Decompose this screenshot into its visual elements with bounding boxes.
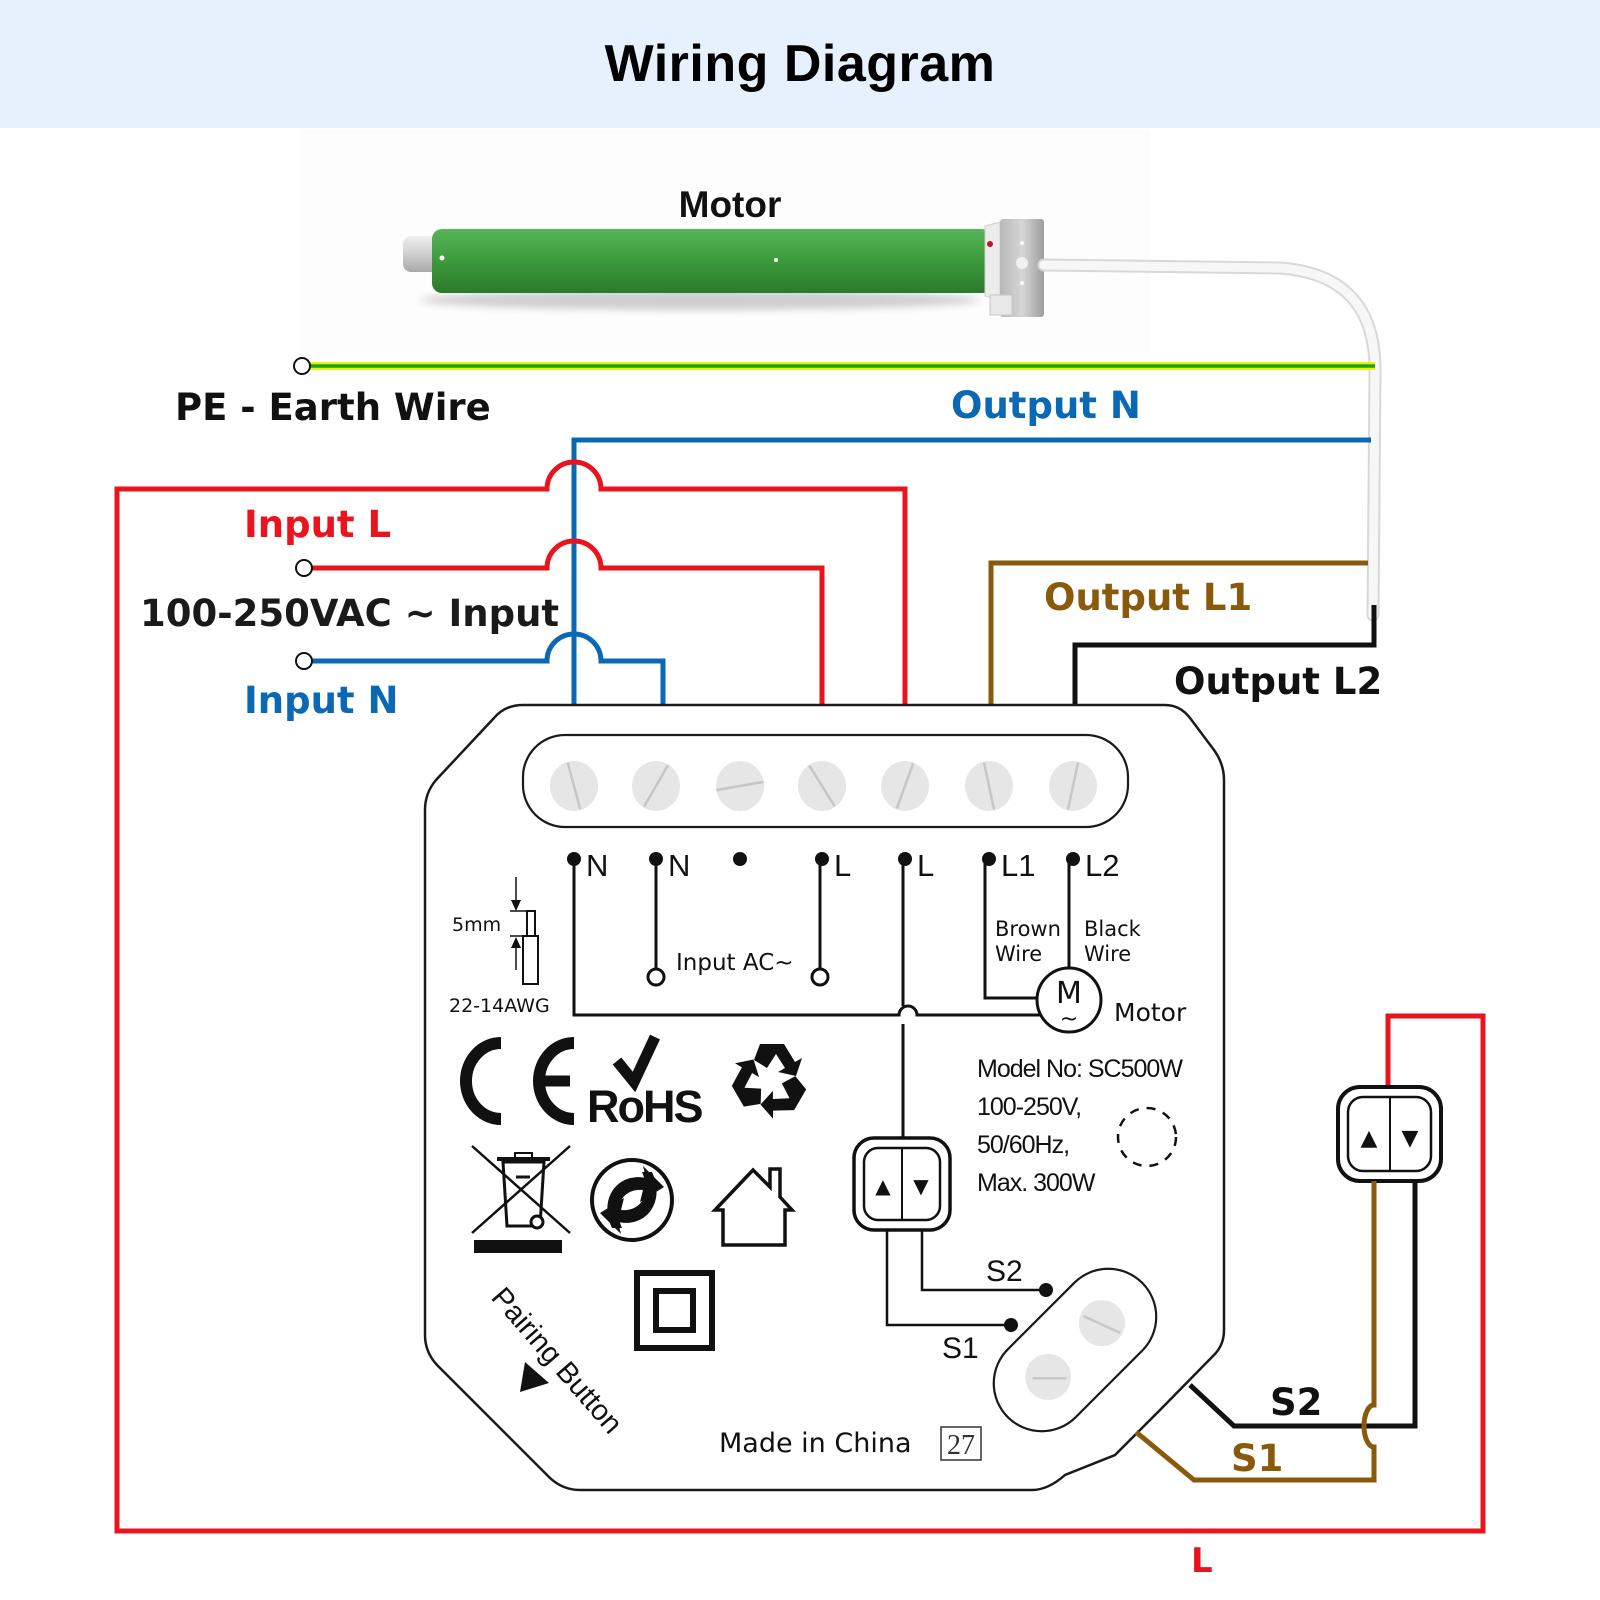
- s1-terminal-dot: [1004, 1318, 1018, 1332]
- input-n-terminal-icon: [295, 652, 313, 670]
- strip-length-label: 5mm: [452, 914, 501, 936]
- l-loop-wire: L: [114, 459, 1486, 1581]
- pairing-button-arrow-icon[interactable]: [520, 1362, 549, 1392]
- device-outline: [423, 703, 1226, 1492]
- terminal-dot-4: [815, 852, 829, 866]
- indoor-use-house-icon: [710, 1167, 796, 1247]
- output-n-label: Output N: [951, 384, 1141, 427]
- terminal-screw-1[interactable]: [550, 761, 598, 811]
- motor-title: Motor: [679, 184, 782, 225]
- svg-text:▼: ▼: [913, 1174, 929, 1198]
- rohs-icon: RoHS: [587, 1034, 704, 1132]
- pe-label: PE - Earth Wire: [175, 386, 491, 429]
- motor-symbol-tilde: ~: [1060, 1007, 1078, 1032]
- cert-number: 27: [947, 1430, 975, 1461]
- motor-tube: [432, 229, 992, 293]
- terminal-screw-2[interactable]: [632, 761, 680, 811]
- terminal-screw-4[interactable]: [798, 761, 846, 811]
- terminal-label-4: L: [834, 848, 851, 883]
- wire-strip-gauge-icon: [510, 877, 539, 985]
- spec-frequency: 50/60Hz,: [977, 1131, 1069, 1159]
- terminal-dot-1: [567, 852, 581, 866]
- terminal-label-2: N: [668, 848, 690, 883]
- input-ac-terminal-l-icon: [810, 967, 830, 987]
- header-banner: Wiring Diagram: [0, 0, 1600, 128]
- s2-wire: S2: [1188, 1181, 1418, 1429]
- terminal-label-5: L: [917, 848, 934, 883]
- s2-terminal-dot: [1039, 1283, 1053, 1297]
- switch-up-icon[interactable]: ▲: [1361, 1126, 1378, 1151]
- svg-text:RoHS: RoHS: [587, 1081, 702, 1132]
- terminal-label-6: L1: [1001, 848, 1035, 883]
- spec-voltage: 100-250V,: [977, 1093, 1081, 1121]
- green-dot-icon: [590, 1158, 674, 1242]
- motor-symbol-m: M: [1056, 976, 1082, 1011]
- pe-earth-wire: PE - Earth Wire: [175, 357, 1375, 429]
- svg-text:▲: ▲: [875, 1174, 891, 1198]
- input-n-label: Input N: [244, 679, 398, 722]
- input-voltage-label: 100-250VAC ~ Input: [140, 592, 559, 635]
- motor-shaft: [403, 236, 439, 272]
- input-l-label: Input L: [244, 503, 391, 546]
- terminal-screw-3[interactable]: [716, 761, 764, 811]
- s1-internal-label: S1: [942, 1332, 979, 1365]
- pe-terminal-icon: [293, 357, 311, 375]
- ce-mark-icon: [460, 1037, 575, 1125]
- output-l2-label: Output L2: [1174, 660, 1382, 703]
- terminal-screw-7[interactable]: [1049, 761, 1097, 811]
- input-ac-label: Input AC~: [676, 950, 794, 976]
- terminal-dot-5: [898, 852, 912, 866]
- spec-max-power: Max. 300W: [977, 1169, 1096, 1197]
- output-l1-label: Output L1: [1044, 576, 1252, 619]
- input-l-terminal-icon: [295, 559, 313, 577]
- external-wall-switch[interactable]: ▲ ▼: [1336, 1085, 1443, 1183]
- output-l1-wire: Output L1: [988, 560, 1368, 704]
- recycle-icon: [722, 1044, 810, 1126]
- double-insulation-icon: [634, 1270, 715, 1351]
- s1-label: S1: [1231, 1437, 1283, 1480]
- onboard-switch-icon: ▲ ▼: [852, 1136, 952, 1232]
- motor-image: Motor: [300, 130, 1150, 352]
- page-title: Wiring Diagram: [604, 35, 996, 93]
- internal-wiring: [572, 862, 1071, 1140]
- input-l-wire: Input L: [244, 503, 825, 704]
- cert-number-box: [940, 1426, 982, 1461]
- made-in-label: Made in China: [719, 1428, 912, 1459]
- s2-internal-label: S2: [986, 1255, 1023, 1288]
- motor-symbol-icon: [1035, 966, 1103, 1034]
- input-ac-terminal-n-icon: [646, 967, 666, 987]
- input-n-wire: Input N: [244, 631, 666, 722]
- switch-down-icon[interactable]: ▼: [1402, 1126, 1419, 1151]
- terminal-label-7: L2: [1085, 848, 1119, 883]
- terminal-label-1: N: [586, 848, 608, 883]
- motor-symbol-label: Motor: [1114, 998, 1187, 1027]
- switch-terminal-block: [992, 1267, 1158, 1433]
- led-indicator-icon: [1116, 1106, 1178, 1168]
- terminal-dot-3: [733, 852, 747, 866]
- weee-bin-icon: [471, 1145, 571, 1253]
- output-l2-wire: Output L2: [1072, 605, 1382, 704]
- model-number: Model No: SC500W: [977, 1055, 1183, 1083]
- l-loop-label: L: [1191, 1541, 1213, 1581]
- s1-wire: S1: [1134, 1181, 1377, 1483]
- terminal-dot-2: [649, 852, 663, 866]
- terminal-screw-6[interactable]: [965, 761, 1013, 811]
- wire-gauge-label: 22-14AWG: [449, 995, 550, 1017]
- s2-label: S2: [1270, 1381, 1322, 1424]
- terminal-labels: N N L L L1 L2: [567, 848, 1119, 883]
- terminal-screw-5[interactable]: [881, 761, 929, 811]
- output-n-wire: Output N: [571, 384, 1371, 704]
